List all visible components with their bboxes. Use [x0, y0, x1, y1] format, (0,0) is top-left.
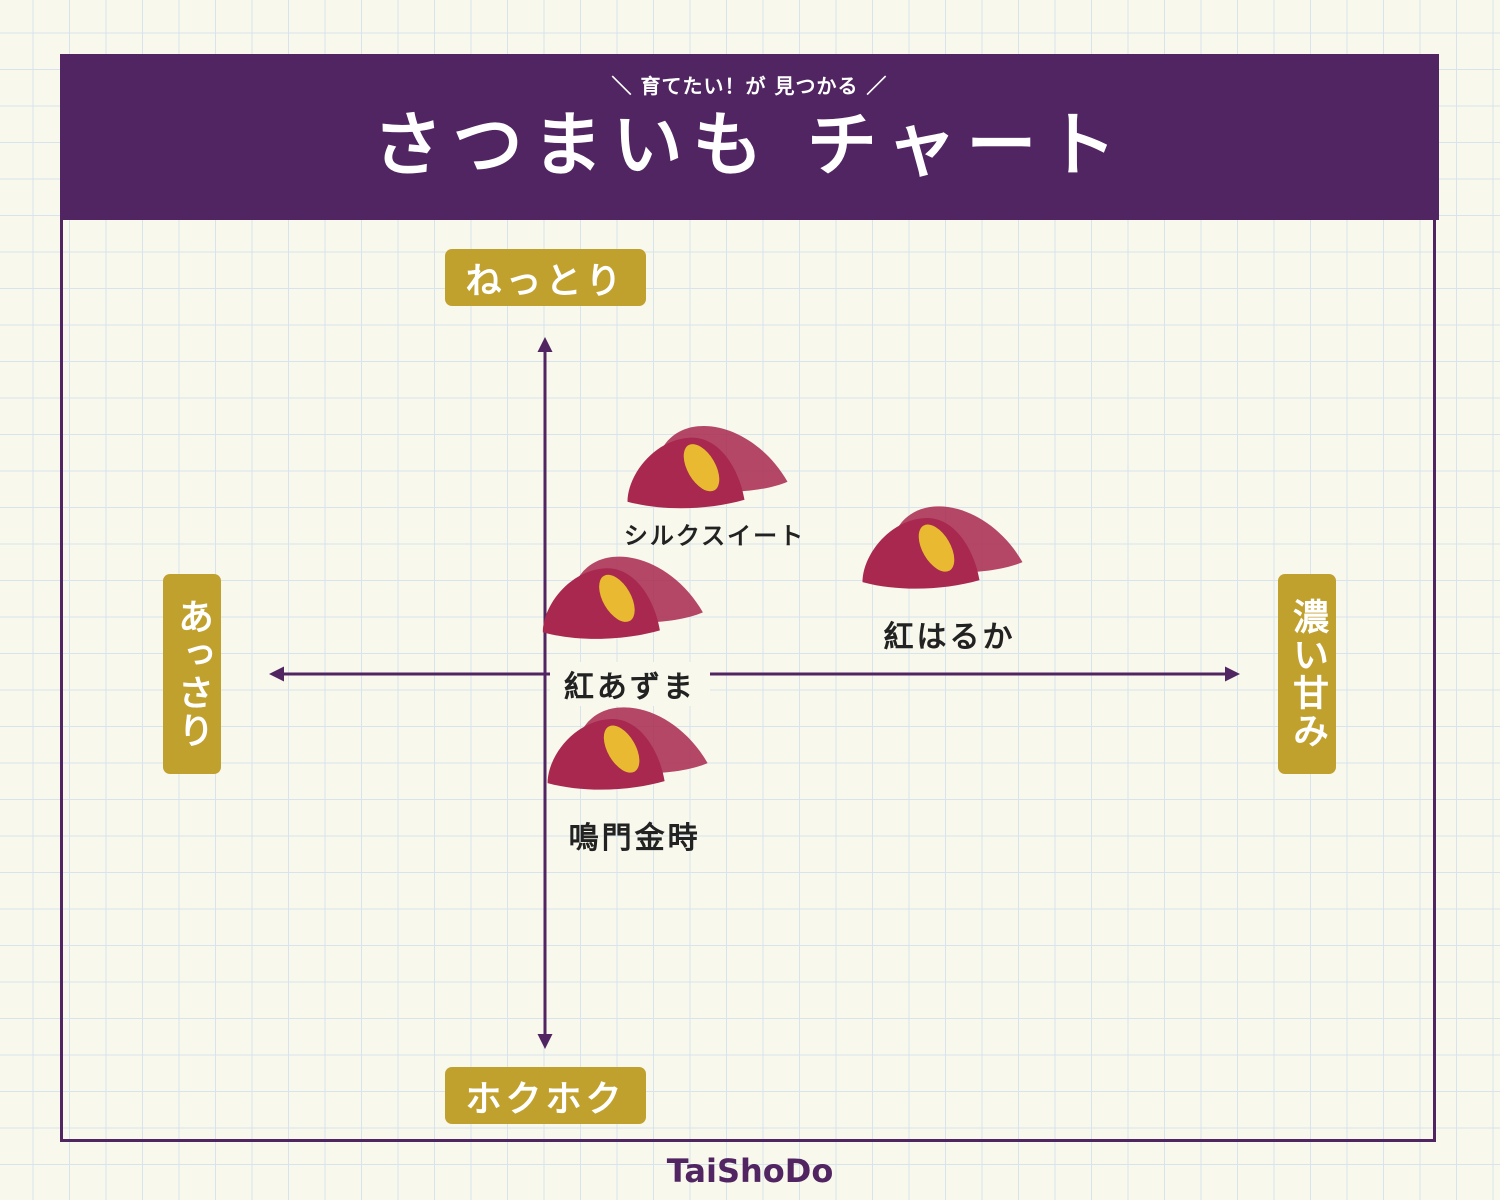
variety-label: 鳴門金時 [568, 821, 701, 857]
variety-label: シルクスイート [623, 521, 806, 550]
sweet-potato-icon [547, 707, 708, 790]
tagline: ＼ 育てたい！が 見つかる ／ [611, 74, 888, 98]
x-axis-right-label: 濃い甘み [1278, 574, 1336, 774]
variety-label: 紅あずま [549, 662, 710, 707]
page-title: さつまいも チャート [372, 104, 1127, 186]
y-axis-top-label: ねっとり [445, 249, 646, 306]
chart-frame [60, 54, 1436, 1142]
y-axis-bottom-label: ホクホク [445, 1067, 646, 1124]
sweet-potato-icon [862, 506, 1023, 589]
sweet-potato-icon [542, 556, 703, 639]
brand-logo: TaiShoDo [666, 1152, 834, 1190]
x-axis-left-label: あっさり [163, 574, 221, 774]
points-layer [542, 425, 1023, 790]
variety-label: 紅はるか [883, 620, 1016, 656]
sweet-potato-icon [627, 425, 788, 509]
header-banner: ＼ 育てたい！が 見つかる ／ さつまいも チャート [60, 54, 1439, 220]
